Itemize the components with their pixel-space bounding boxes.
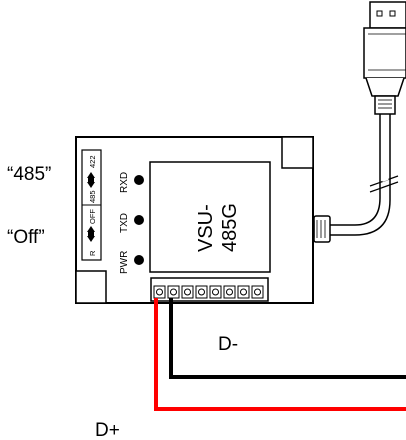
led-txd [134, 215, 144, 225]
wire-d-plus-label: D+ [95, 420, 120, 440]
switch-top-label-b: 422 [88, 155, 97, 168]
led-rxd [134, 175, 144, 185]
led-pwr [134, 255, 144, 265]
model-name-line2: 485G [219, 203, 241, 252]
led-rxd-label: RXD [119, 172, 130, 193]
terminal-block [150, 277, 269, 302]
led-txd-label: TXD [119, 213, 130, 233]
wire-d-minus [169, 298, 406, 379]
switch-top-setting-label: “485” [7, 164, 51, 185]
model-name-line1: VSU- [195, 204, 217, 252]
model-label-panel [149, 161, 271, 273]
usb-cable [330, 114, 399, 236]
switch-bottom-label-b: OFF [88, 209, 97, 224]
led-pwr-label: PWR [119, 251, 130, 274]
usb-plug [363, 1, 406, 115]
switch-panel [81, 149, 102, 261]
switch-bottom-setting-label: “Off” [7, 227, 45, 248]
switch-bottom-label-a: R [88, 250, 97, 256]
wire-d-minus-label: D- [218, 334, 238, 355]
switch-top-label-a: 485 [88, 190, 97, 203]
wire-d-plus [154, 298, 406, 411]
